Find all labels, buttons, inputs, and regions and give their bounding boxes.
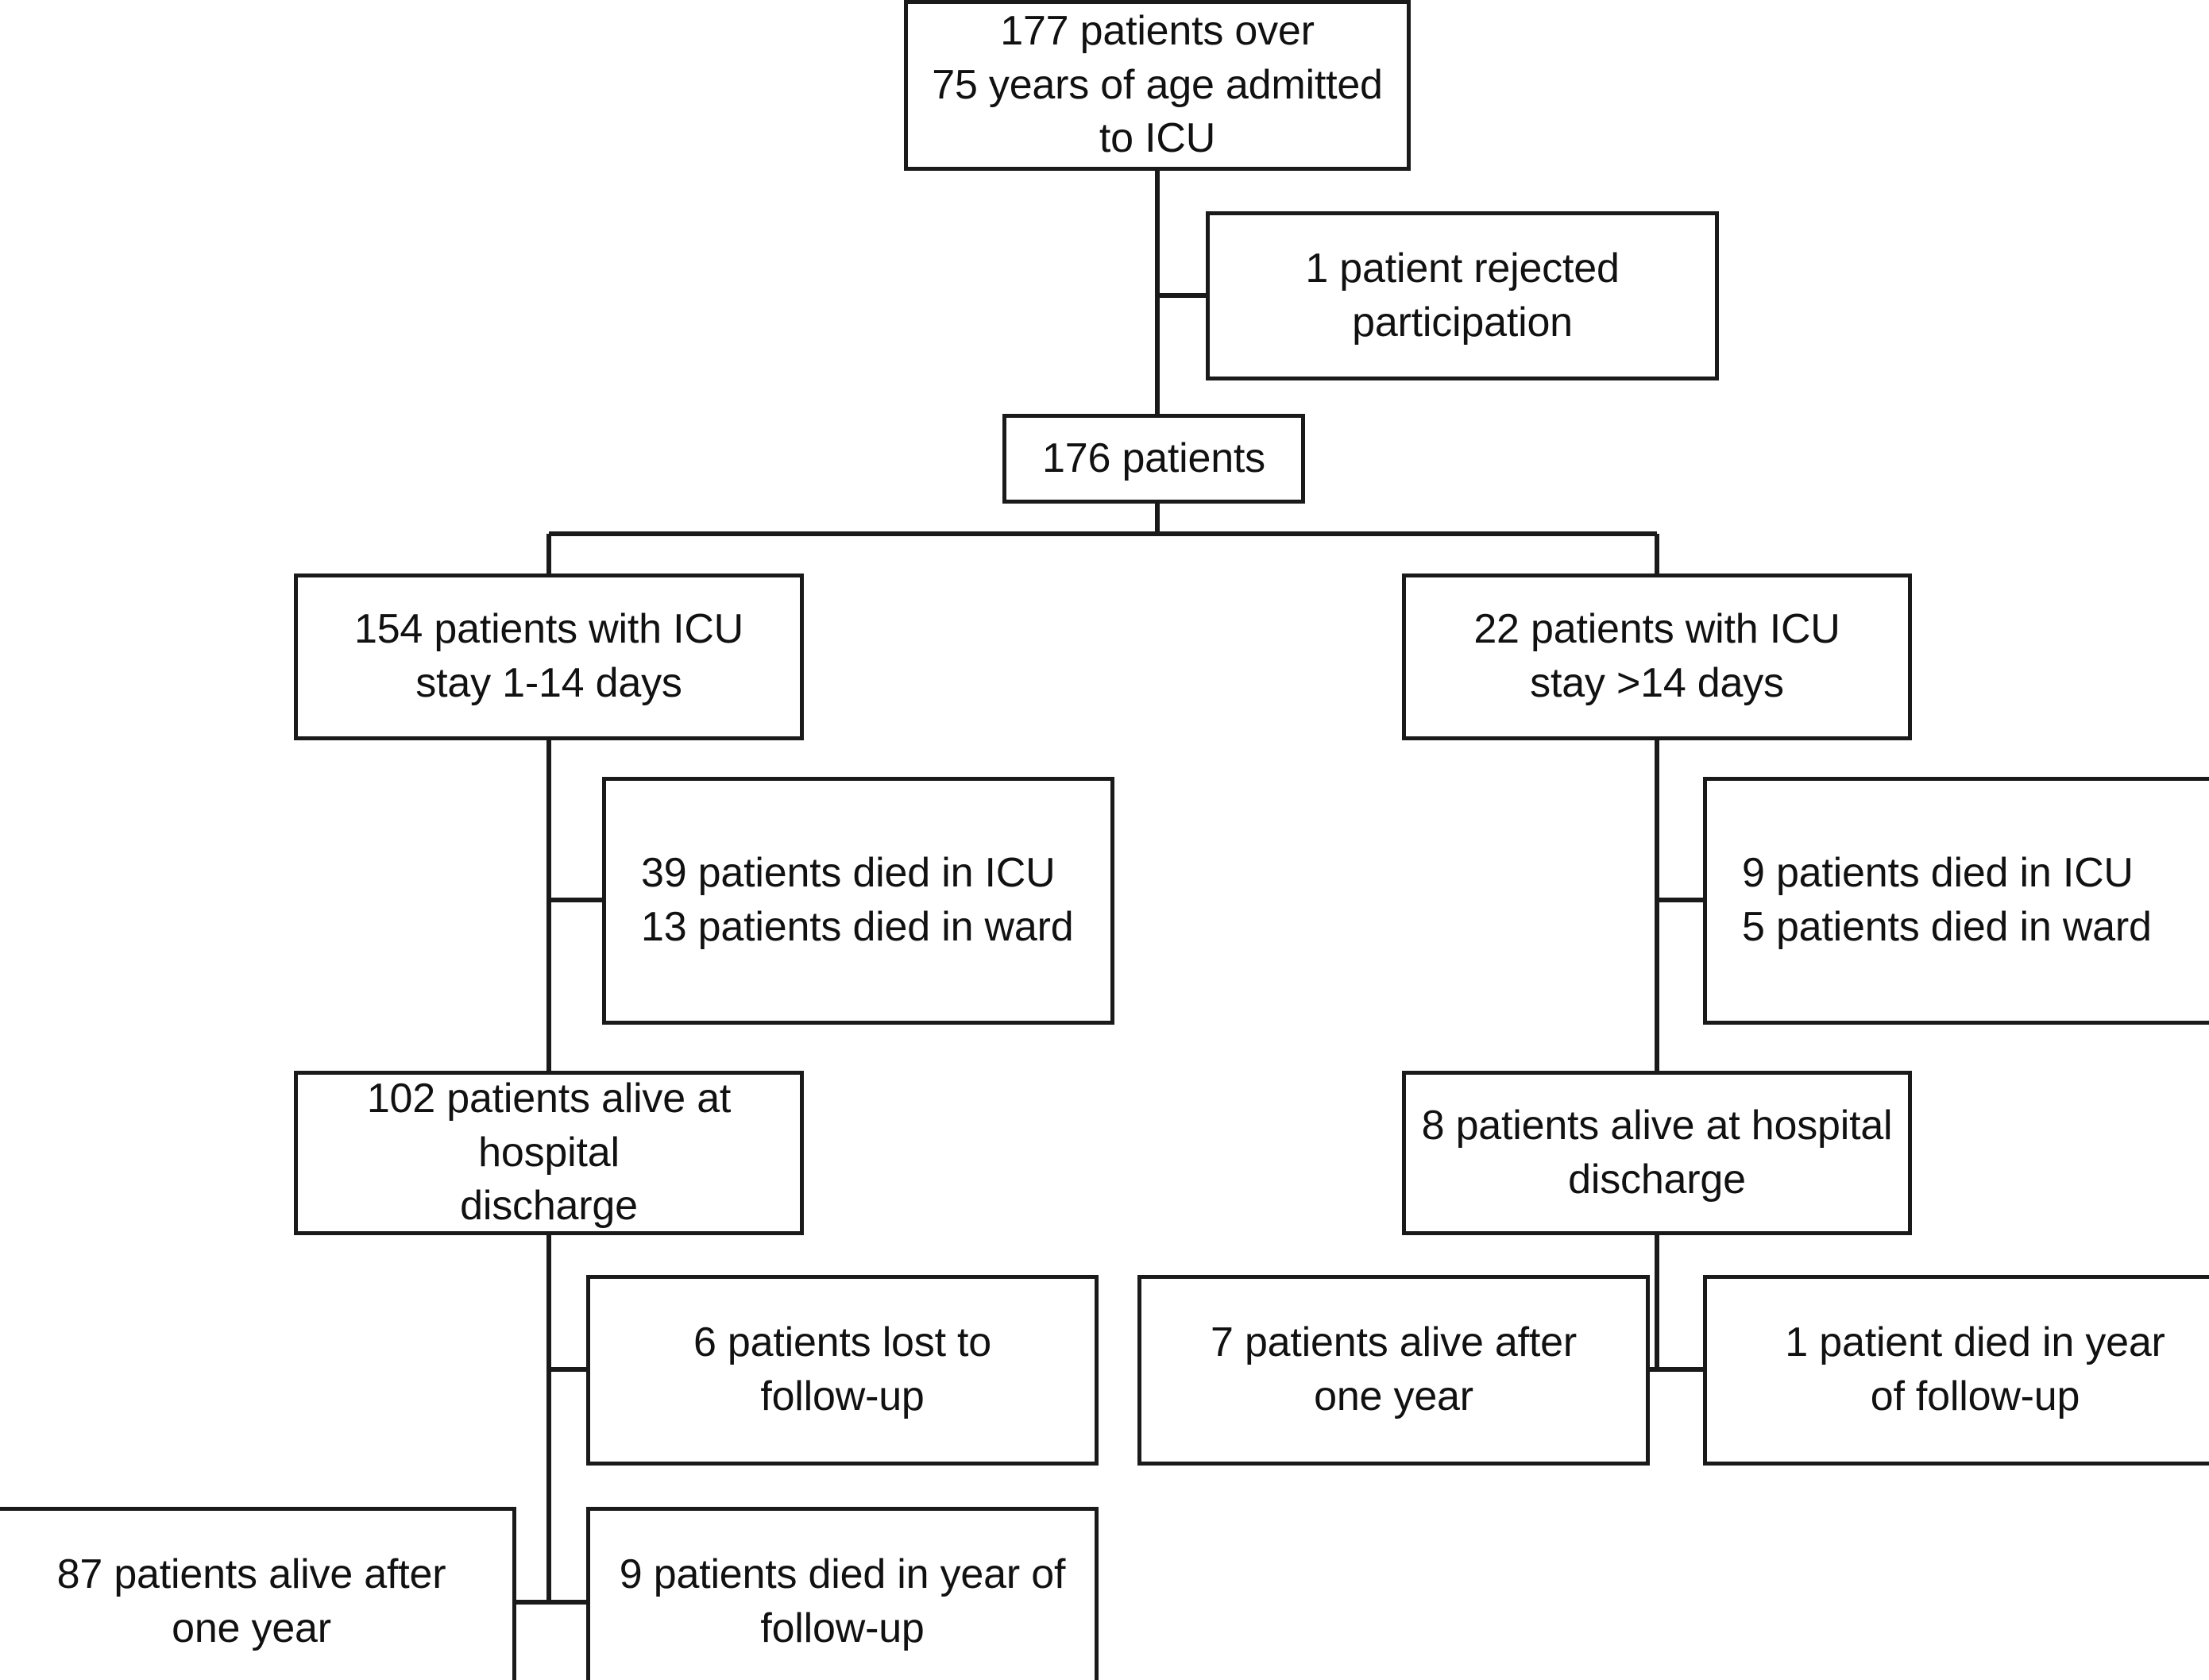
node-alive-year-long-label: 7 patients alive after one year	[1211, 1319, 1577, 1419]
node-died-short[interactable]: 39 patients died in ICU 13 patients died…	[602, 777, 1114, 1025]
node-stay-short-label: 154 patients with ICU stay 1-14 days	[353, 606, 744, 706]
node-died-year-short-label: 9 patients died in year of follow-up	[619, 1551, 1066, 1651]
node-rejected[interactable]: 1 patient rejected participation	[1206, 211, 1719, 380]
node-enrolled[interactable]: 176 patients	[1002, 414, 1305, 504]
node-died-year-short[interactable]: 9 patients died in year of follow-up	[586, 1507, 1099, 1680]
node-lost-followup[interactable]: 6 patients lost to follow-up	[586, 1275, 1099, 1466]
node-died-short-label: 39 patients died in ICU 13 patients died…	[641, 850, 1074, 950]
node-died-year-long[interactable]: 1 patient died in year of follow-up	[1703, 1275, 2209, 1466]
node-alive-discharge-long[interactable]: 8 patients alive at hospital discharge	[1402, 1071, 1912, 1235]
node-enrolled-label: 176 patients	[1042, 434, 1265, 481]
node-admitted-label: 177 patients over 75 years of age admitt…	[932, 8, 1383, 162]
node-lost-followup-label: 6 patients lost to follow-up	[693, 1319, 992, 1419]
node-alive-discharge-short-label: 102 patients alive at hospital discharge	[366, 1076, 732, 1230]
node-stay-short[interactable]: 154 patients with ICU stay 1-14 days	[294, 574, 804, 740]
node-stay-long-label: 22 patients with ICU stay >14 days	[1473, 606, 1840, 706]
node-stay-long[interactable]: 22 patients with ICU stay >14 days	[1402, 574, 1912, 740]
node-admitted[interactable]: 177 patients over 75 years of age admitt…	[904, 0, 1411, 171]
node-died-long-label: 9 patients died in ICU 5 patients died i…	[1742, 850, 2152, 950]
node-alive-discharge-short[interactable]: 102 patients alive at hospital discharge	[294, 1071, 804, 1235]
node-died-long[interactable]: 9 patients died in ICU 5 patients died i…	[1703, 777, 2209, 1025]
node-alive-discharge-long-label: 8 patients alive at hospital discharge	[1421, 1102, 1893, 1203]
node-alive-year-short[interactable]: 87 patients alive after one year	[0, 1507, 516, 1680]
node-rejected-label: 1 patient rejected participation	[1305, 245, 1620, 346]
node-died-year-long-label: 1 patient died in year of follow-up	[1785, 1319, 2165, 1419]
node-alive-year-long[interactable]: 7 patients alive after one year	[1137, 1275, 1650, 1466]
node-alive-year-short-label: 87 patients alive after one year	[56, 1551, 446, 1651]
